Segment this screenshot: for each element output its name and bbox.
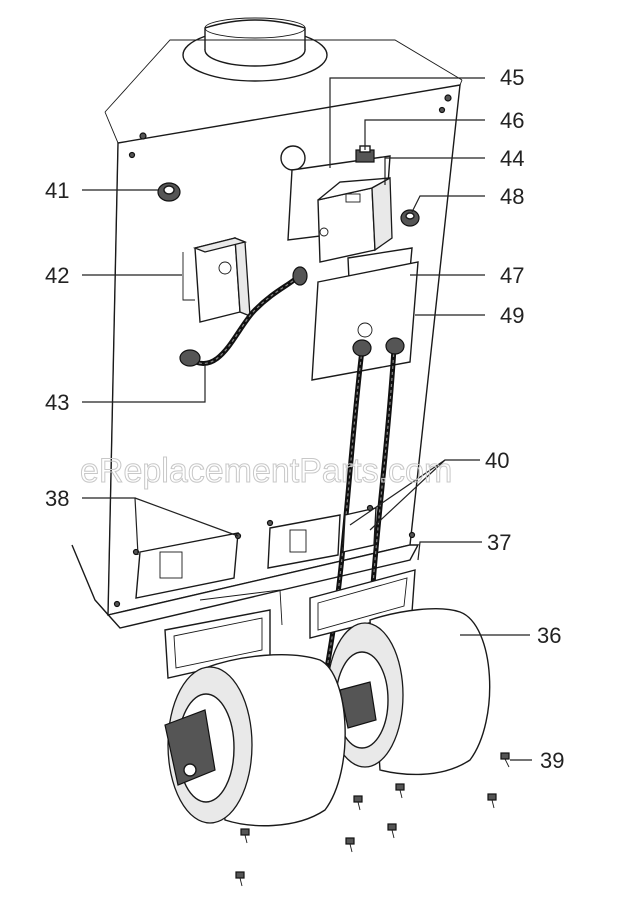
junction-box-42 [182, 237, 251, 323]
fitting-48 [400, 209, 420, 227]
watermark: eReplacementParts.com [80, 452, 452, 490]
callout-49: 49 [500, 303, 524, 328]
cabinet-top [104, 39, 463, 113]
callout-labels: 45 46 44 41 48 42 47 49 43 40 38 37 36 3… [45, 65, 564, 773]
callout-43: 43 [45, 390, 69, 415]
callout-40: 40 [485, 448, 509, 473]
leader-lines [82, 77, 532, 761]
control-box-44 [317, 176, 393, 263]
bottom-flange [71, 544, 420, 629]
gaskets-37 [164, 569, 416, 679]
callout-42: 42 [45, 263, 69, 288]
callout-36: 36 [537, 623, 561, 648]
blower-left-36 [164, 654, 346, 827]
blower-right-36 [326, 608, 491, 776]
mounting-plate-49 [311, 261, 419, 381]
callout-38: 38 [45, 486, 69, 511]
brackets-38 [132, 504, 377, 599]
flue-collar [182, 17, 328, 82]
callout-47: 47 [500, 263, 524, 288]
callout-45: 45 [500, 65, 524, 90]
callout-39: 39 [540, 748, 564, 773]
callout-46: 46 [500, 108, 524, 133]
plate-hole [357, 322, 373, 338]
callout-44: 44 [500, 146, 524, 171]
callout-48: 48 [500, 184, 524, 209]
conduit-43 [179, 266, 308, 367]
fitting-41 [157, 182, 181, 202]
callout-37: 37 [487, 530, 511, 555]
callout-41: 41 [45, 178, 69, 203]
screws-39 [235, 752, 510, 887]
